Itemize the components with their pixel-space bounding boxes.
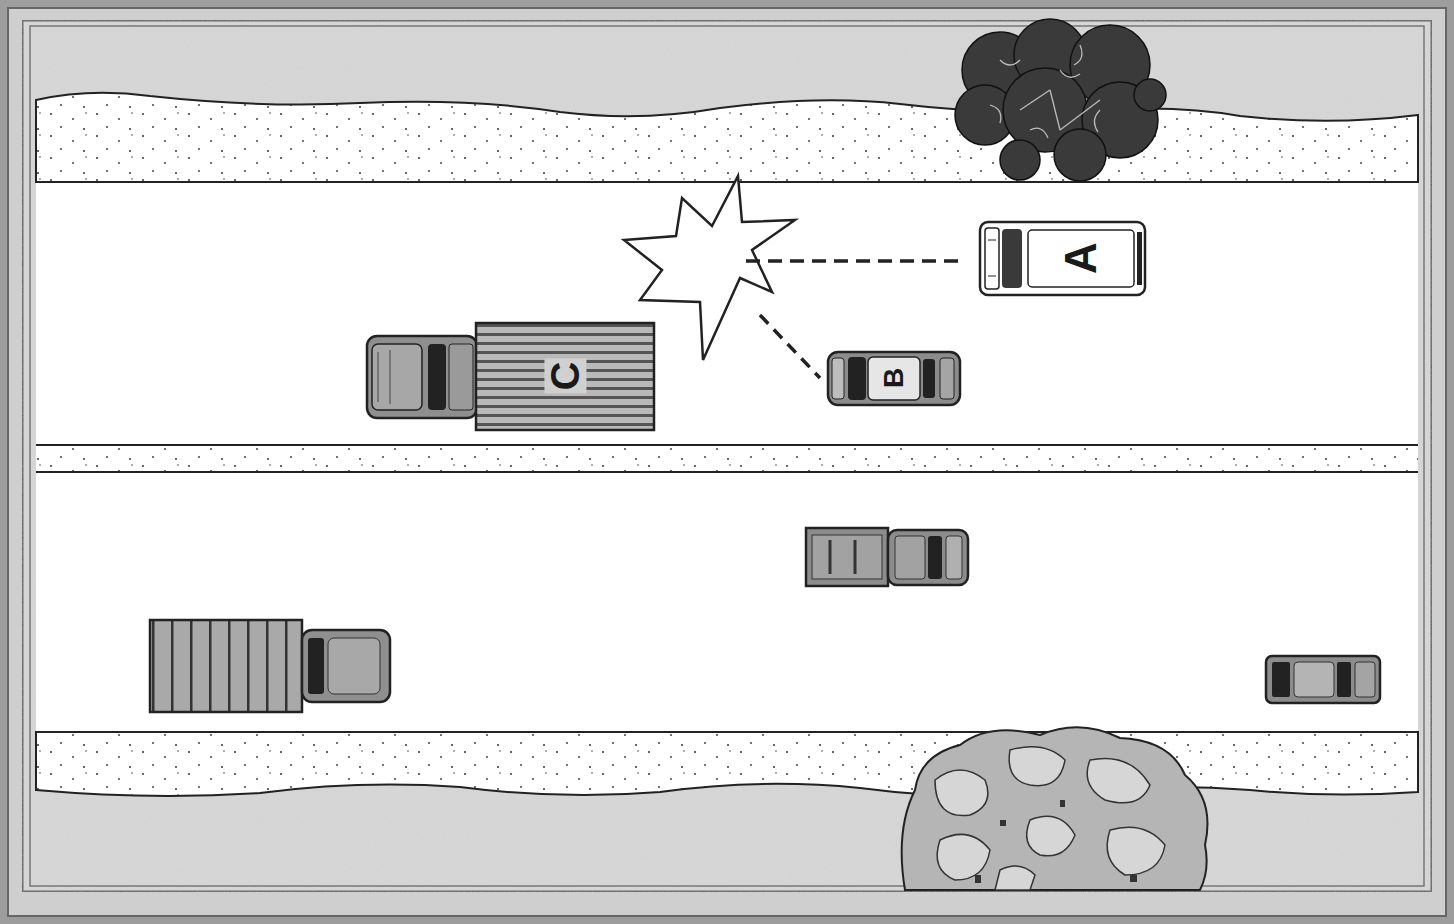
small-car <box>1266 656 1380 703</box>
tree <box>955 19 1166 181</box>
vehicle-letter: A <box>1058 239 1104 277</box>
pickup-truck <box>806 528 968 586</box>
vehicle-letter: C <box>544 359 586 394</box>
travel-path <box>760 315 820 378</box>
vehicle-letter: B <box>879 365 909 391</box>
vehicle-b <box>828 352 960 405</box>
vehicle-a <box>980 222 1145 295</box>
box-truck <box>150 620 390 712</box>
travel-path <box>746 259 966 263</box>
vehicle-c <box>367 323 654 430</box>
bush <box>902 727 1208 890</box>
